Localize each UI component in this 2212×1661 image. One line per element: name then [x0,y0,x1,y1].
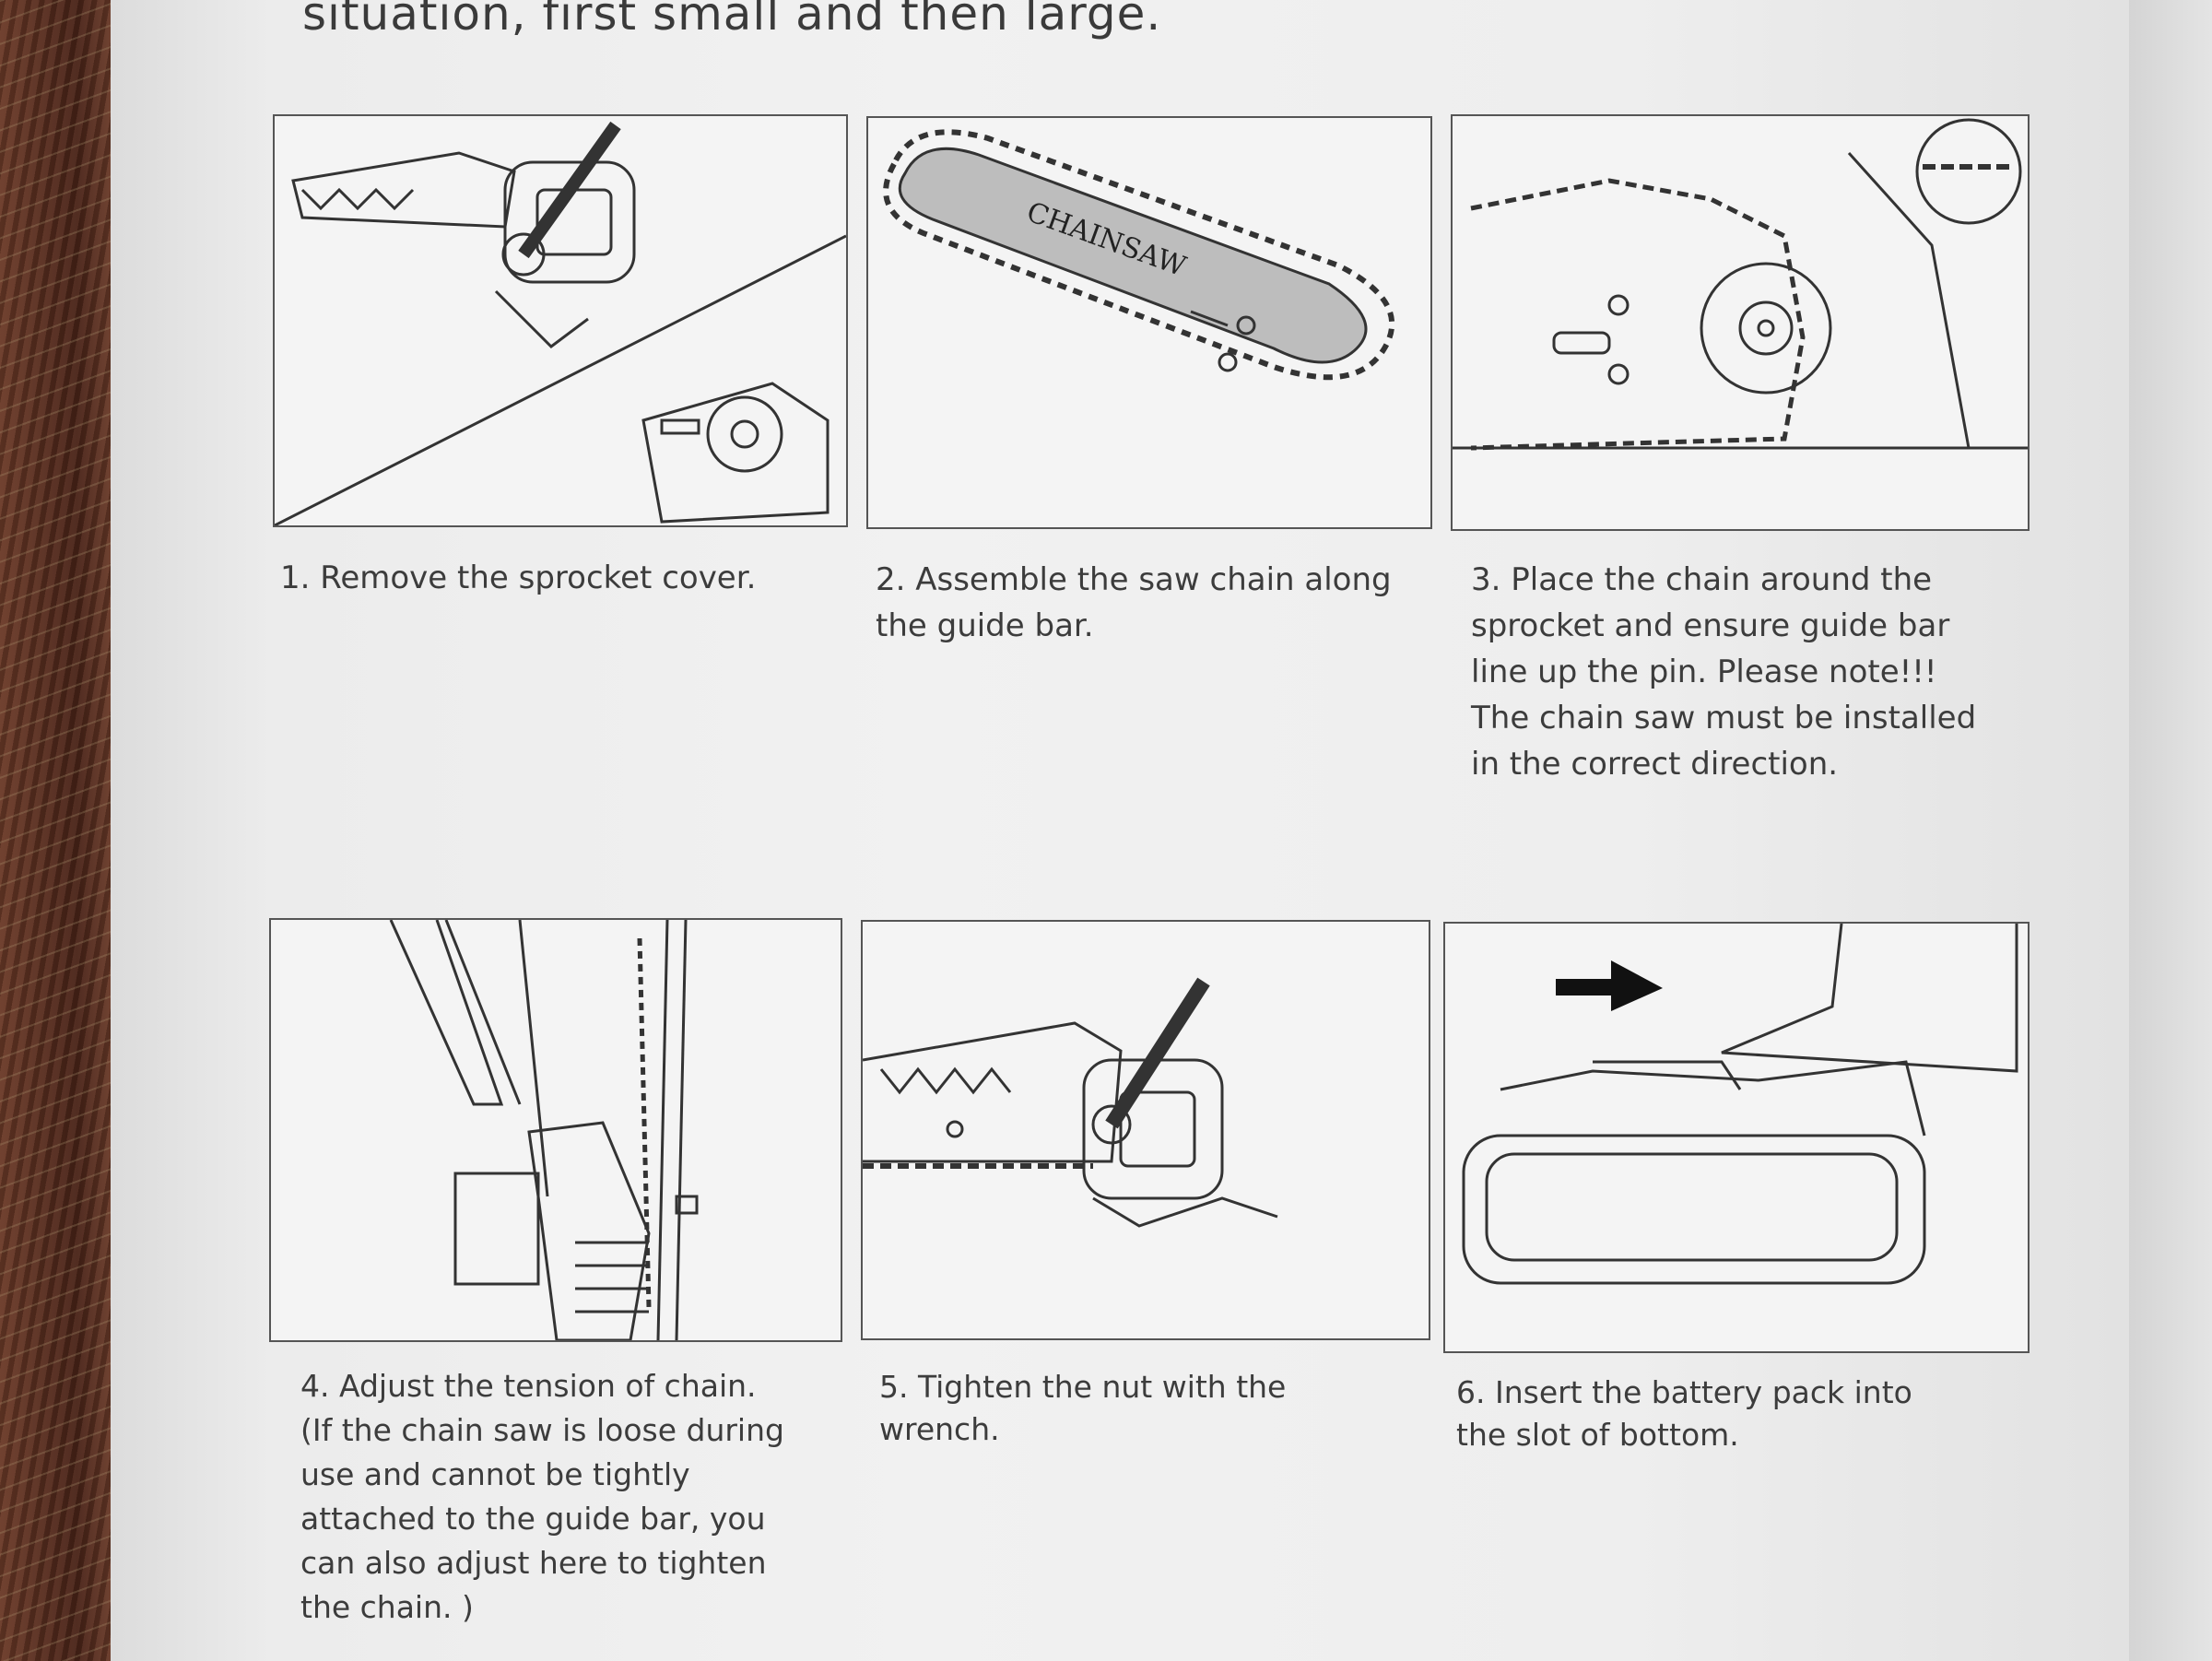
step-2-illustration: CHAINSAW [866,116,1432,529]
caption-line: The chain saw must be installed [1471,700,1977,736]
caption-line: use and cannot be tightly [300,1456,690,1492]
caption-line: the slot of bottom. [1456,1417,1739,1453]
step-6-caption: 6. Insert the battery pack into the slot… [1456,1372,1912,1456]
caption-line: line up the pin. Please note!!! [1471,654,1937,690]
wooden-surface [0,0,129,1661]
caption-line: the guide bar. [876,607,1094,644]
caption-line: 5. Tighten the nut with the [879,1369,1287,1405]
caption-line: 4. Adjust the tension of chain. [300,1368,757,1404]
caption-line: 6. Insert the battery pack into [1456,1374,1912,1410]
step-6-illustration [1443,922,2030,1353]
caption-line: attached to the guide bar, you [300,1501,766,1537]
step-3-caption: 3. Place the chain around the sprocket a… [1471,557,1976,787]
caption-line: wrench. [879,1411,1000,1447]
grass-background [0,0,111,1661]
step-5-illustration [861,920,1430,1340]
caption-line: in the correct direction. [1471,746,1839,783]
step-4-caption: 4. Adjust the tension of chain. (If the … [300,1364,784,1630]
caption-line: (If the chain saw is loose during [300,1412,784,1448]
step-1-illustration [273,114,848,527]
caption-line: 2. Assemble the saw chain along [876,561,1392,598]
intro-text: situation, first small and then large. [302,0,1162,41]
step-3-illustration [1451,114,2030,531]
arrow-right-icon [1611,960,1663,1011]
caption-line: the chain. ) [300,1589,474,1625]
step-2-caption: 2. Assemble the saw chain along the guid… [876,557,1392,649]
step-5-caption: 5. Tighten the nut with the wrench. [879,1366,1286,1451]
step-1-caption: 1. Remove the sprocket cover. [280,555,756,601]
step-4-illustration [269,918,842,1342]
caption-line: 1. Remove the sprocket cover. [280,560,757,596]
caption-line: 3. Place the chain around the [1471,561,1933,598]
caption-line: can also adjust here to tighten [300,1545,767,1581]
caption-line: sprocket and ensure guide bar [1471,607,1950,644]
